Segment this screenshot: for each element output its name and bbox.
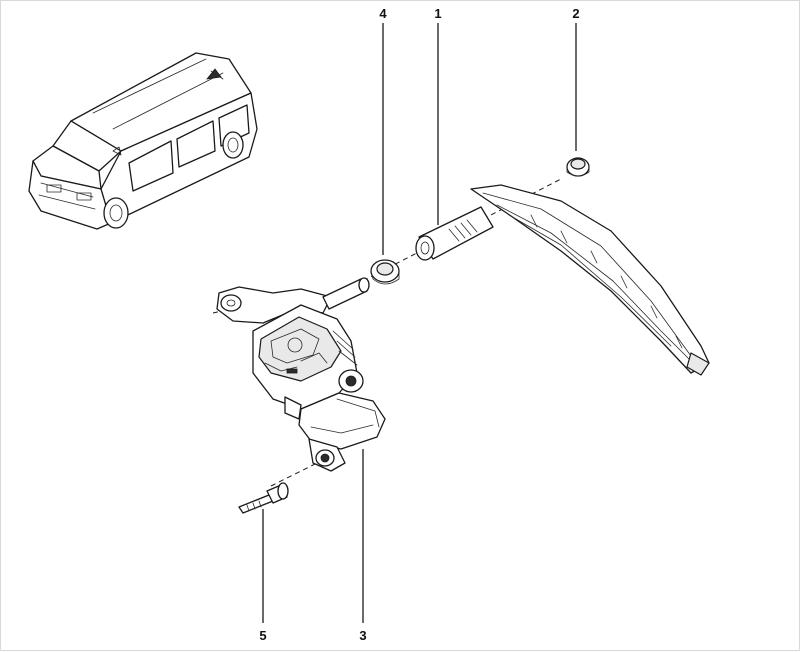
part-5-bolt (238, 482, 289, 514)
callout-leaders (262, 23, 577, 623)
part-2-grommet (566, 157, 590, 177)
part-4-seal-ring (370, 259, 400, 285)
part-3-wiper-motor (216, 277, 386, 472)
callout-numbers: 1 2 3 4 5 (259, 6, 579, 643)
callout-4-label: 4 (379, 6, 387, 21)
callout-1-label: 1 (434, 6, 441, 21)
callout-2-label: 2 (572, 6, 579, 21)
callout-5-label: 5 (259, 628, 266, 643)
callout-3-label: 3 (359, 628, 366, 643)
wiper-arm-and-blade (415, 184, 710, 376)
vehicle-locator-illustration (28, 52, 258, 230)
